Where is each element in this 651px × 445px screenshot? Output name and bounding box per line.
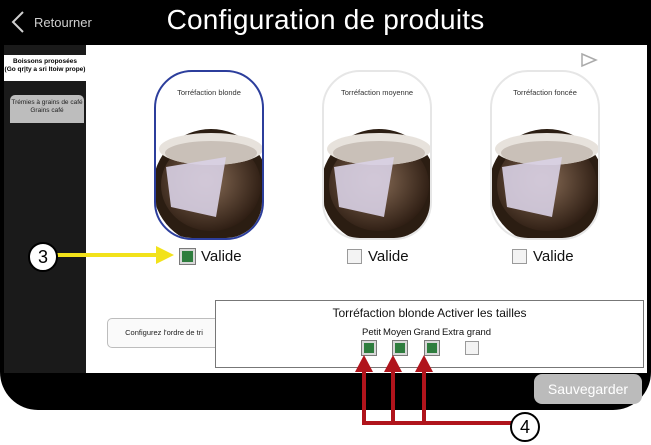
product-card-foncee[interactable]: Torréfaction foncée [490,70,600,240]
valide-label: Valide [201,248,242,265]
back-button[interactable]: Retourner [8,9,92,35]
size-checkbox-grand[interactable] [424,340,440,356]
valide-checkbox-moyenne[interactable]: Valide [347,248,409,265]
page-title: Configuration de produits [166,4,485,35]
callout-number-4: 4 [510,412,540,442]
top-bar: Retourner Configuration de produits [0,0,651,44]
size-checkbox-petit[interactable] [361,340,377,356]
save-button[interactable]: Sauvegarder [534,374,642,404]
size-label-moyen: Moyen [383,327,412,338]
coffee-cup-image [492,129,598,238]
configure-order-button[interactable]: Configurez l'ordre de tri [107,318,221,348]
coffee-cup-image [156,129,262,238]
valide-label: Valide [368,248,409,265]
product-card-blonde[interactable]: Torréfaction blonde [154,70,264,240]
callout-number-3: 3 [28,242,58,272]
sidebar-item-sublabel: (Go qr|ty a sri ltoiw prope) [4,66,86,73]
size-label-petit: Petit [362,327,382,338]
sidebar-item-tremies[interactable]: Trémies à grains de café Grains café [10,95,84,123]
sizes-panel-title: Torréfaction blonde Activer les tailles [332,306,527,320]
coffee-cup-image [324,129,430,238]
valide-checkbox-blonde[interactable]: Valide [179,248,242,265]
chevron-left-icon [11,11,24,33]
checkbox-unchecked[interactable] [347,249,362,264]
size-label-extra-grand: Extra grand [441,327,492,338]
checkbox-checked[interactable] [179,248,196,265]
size-checkbox-extra-grand[interactable] [465,341,479,355]
sidebar-item-label: Boissons proposées [13,58,77,65]
product-label: Torréfaction blonde [177,88,241,97]
product-card-moyenne[interactable]: Torréfaction moyenne [322,70,432,240]
back-label: Retourner [34,14,92,30]
sidebar-item-sublabel: Grains café [30,107,64,114]
valide-checkbox-foncee[interactable]: Valide [512,248,574,265]
size-checkbox-moyen[interactable] [392,340,408,356]
sizes-panel: Torréfaction blonde Activer les tailles … [215,300,644,368]
product-label: Torréfaction moyenne [340,88,414,97]
size-label-grand: Grand [413,327,440,338]
product-label: Torréfaction foncée [513,88,577,97]
sidebar: Boissons proposées (Go qr|ty a sri ltoiw… [4,45,86,373]
device-frame: Retourner Configuration de produits Bois… [0,0,651,410]
main-screen: Boissons proposées (Go qr|ty a sri ltoiw… [4,45,647,373]
checkbox-unchecked[interactable] [512,249,527,264]
valide-label: Valide [533,248,574,265]
sidebar-item-boissons[interactable]: Boissons proposées (Go qr|ty a sri ltoiw… [4,55,86,81]
sidebar-item-label: Trémies à grains de café [11,99,83,106]
size-labels: Petit Moyen Grand Extra grand [362,327,491,338]
next-arrow-icon[interactable] [579,52,599,68]
